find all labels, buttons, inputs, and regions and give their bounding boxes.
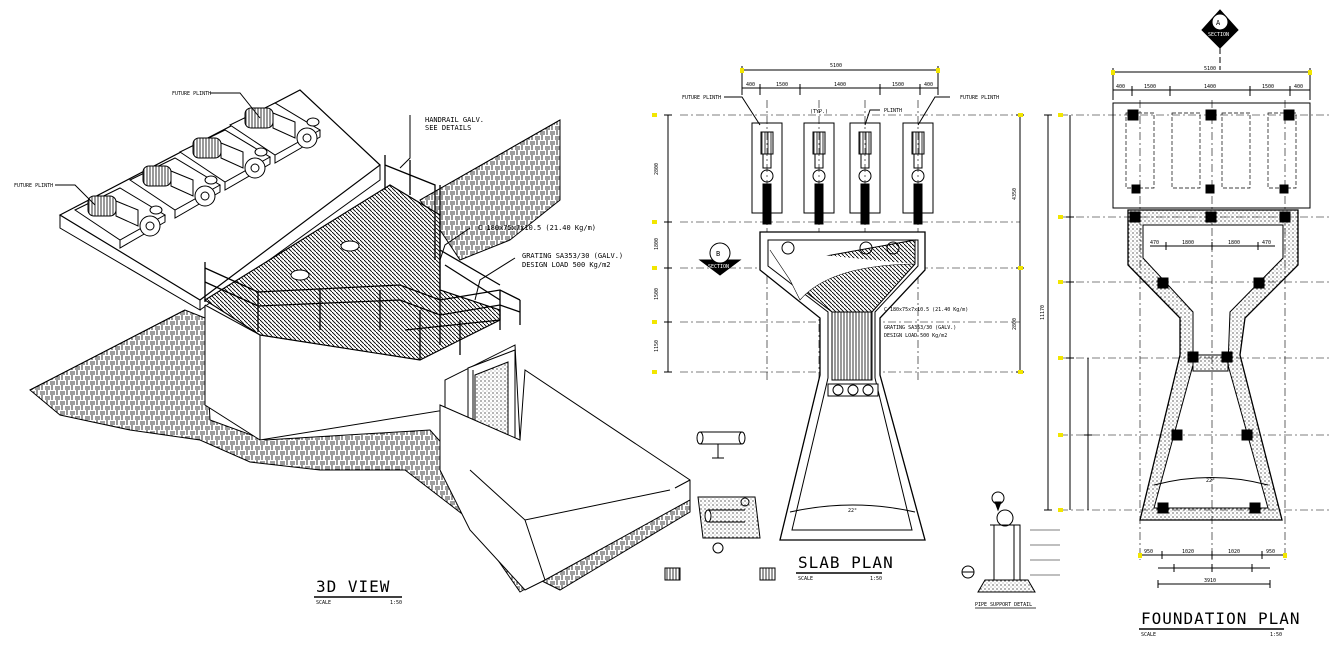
scale-value-3d: 1:50 [390, 600, 402, 606]
pipe-support-title: PIPE SUPPORT DETAIL [975, 602, 1032, 608]
svg-text:11170: 11170 [1040, 305, 1046, 320]
dim-found-top-3: 1500 [1262, 84, 1274, 90]
section-b-letter: B [716, 250, 720, 258]
column-markers [1127, 109, 1295, 514]
dim-angle-slab: 22° [848, 508, 857, 514]
dim-found-bottom-2: 1020 [1228, 549, 1240, 555]
scale-label-slab: SCALE [798, 576, 813, 582]
dim-found-mid-0: 470 [1150, 240, 1159, 246]
dim-slab-side-1: 1800 [654, 238, 660, 250]
title-slab-plan: SLAB PLAN [798, 553, 894, 572]
slab-note-plinth: PLINTH [884, 108, 902, 114]
pipe-detail-small [664, 431, 776, 581]
slab-note-plinth-left: FUTURE PLINTH [682, 95, 721, 101]
dim-found-mid-1: 1800 [1182, 240, 1194, 246]
pipe-support-detail: PIPE SUPPORT DETAIL [961, 491, 1060, 609]
slab-note-plinth-right: FUTURE PLINTH [960, 95, 999, 101]
scale-value-found: 1:50 [1270, 632, 1282, 638]
dim-found-mid-2: 1800 [1228, 240, 1240, 246]
leader-channel [439, 227, 471, 261]
leader-plinth-left [55, 184, 96, 206]
note-channel: C 180x75x7x10.5 (21.40 Kg/m) [478, 224, 596, 232]
dim-found-top-1: 1500 [1144, 84, 1156, 90]
dim-slab-right-a: 4350 [1012, 188, 1018, 200]
slab-note-grating-1: GRATING SA353/30 (GALV.) [884, 325, 956, 331]
dim-found-top-0: 400 [1116, 84, 1125, 90]
dim-found-top-4: 400 [1294, 84, 1303, 90]
section-b-marker: B SECTION [698, 242, 742, 276]
dim-slab-right-b: 2800 [1012, 318, 1018, 330]
dim-found-bottom-overall: 3910 [1204, 578, 1216, 584]
leader-handrail [399, 115, 411, 169]
ground-hatch-right [419, 119, 561, 261]
section-a-letter: A [1216, 19, 1221, 27]
foundation-plan: A SECTION 5100 400 1500 1400 1500 400 22… [1040, 9, 1330, 638]
leader-grating [474, 257, 516, 301]
section-a-ref: SECTION [1208, 32, 1229, 38]
scale-label-3d: SCALE [316, 600, 331, 606]
note-handrail-1: HANDRAIL GALV. [425, 116, 484, 124]
dim-slab-side-0: 2800 [654, 163, 660, 175]
grid-markers-found [1058, 70, 1312, 558]
dim-found-bottom-0: 950 [1144, 549, 1153, 555]
leader-plinth-top [210, 92, 261, 119]
note-grating-2: DESIGN LOAD 500 Kg/m2 [522, 261, 611, 269]
view-3d: FUTURE PLINTH FUTURE PLINTH HANDRAIL GAL… [14, 89, 691, 606]
section-b-ref: SECTION [708, 264, 729, 270]
pumps-plan [760, 131, 925, 225]
dim-slab-top-1: 1500 [776, 82, 788, 88]
note-handrail-2: SEE DETAILS [425, 124, 471, 132]
dim-slab-side-2: 1500 [654, 288, 660, 300]
dim-slab-side-3: 1150 [654, 340, 660, 352]
dim-found-bottom-3: 950 [1266, 549, 1275, 555]
note-future-plinth-top: FUTURE PLINTH [172, 91, 211, 97]
title-foundation-plan: FOUNDATION PLAN [1141, 609, 1301, 628]
note-future-plinth-left: FUTURE PLINTH [14, 183, 53, 189]
dim-angle-found: 22° [1206, 478, 1215, 484]
dim-found-top-2: 1400 [1204, 84, 1216, 90]
dim-slab-overall: 5100 [830, 63, 842, 69]
handrail [204, 155, 521, 360]
dim-slab-top-3: 1500 [892, 82, 904, 88]
note-grating-1: GRATING SA353/30 (GALV.) [522, 252, 623, 260]
slab-plan: 5100 400 1500 1400 1500 400 22° [652, 63, 1024, 582]
grid-markers-slab [652, 68, 1023, 374]
title-3d-view: 3D VIEW [316, 577, 390, 596]
slab-note-typ: (TYP.) [810, 109, 828, 115]
slab-note-channel: C 180x75x7x10.5 (21.40 Kg/m) [884, 307, 968, 313]
pump-units [87, 107, 320, 237]
scale-value-slab: 1:50 [870, 576, 882, 582]
dim-found-bottom-1: 1020 [1182, 549, 1194, 555]
section-a-marker: A SECTION [1201, 9, 1239, 70]
dim-slab-top-0: 400 [746, 82, 755, 88]
dim-slab-top-2: 1400 [834, 82, 846, 88]
dim-found-mid-3: 470 [1262, 240, 1271, 246]
dim-found-overall: 5100 [1204, 66, 1216, 72]
dim-slab-top-4: 400 [924, 82, 933, 88]
scale-label-found: SCALE [1141, 632, 1156, 638]
outlet-channel [439, 369, 691, 591]
slab-note-grating-2: DESIGN LOAD 500 Kg/m2 [884, 333, 947, 339]
